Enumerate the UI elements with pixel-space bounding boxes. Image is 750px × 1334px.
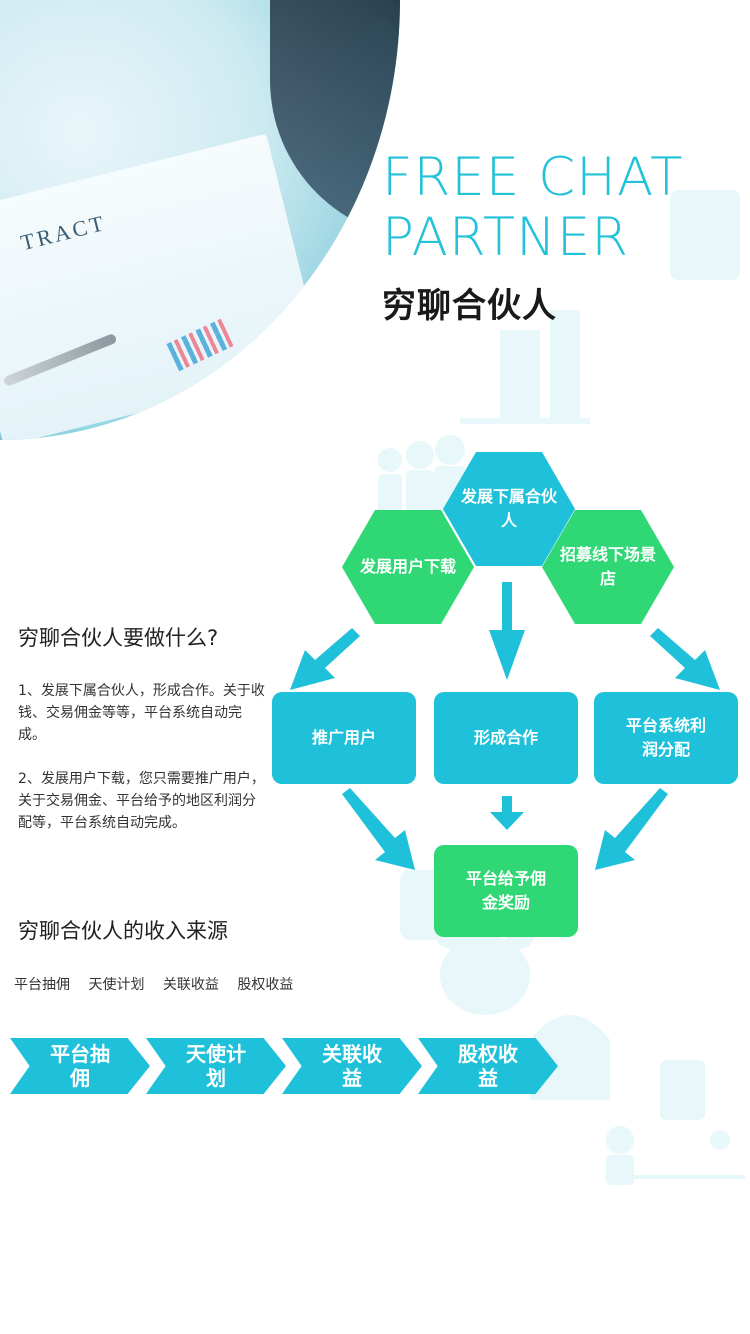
runner-icon bbox=[710, 1130, 730, 1150]
person-icon-body bbox=[378, 474, 402, 514]
title-english: FREE CHAT PARTNER bbox=[382, 147, 684, 268]
chevron-equity-income: 股权收益 bbox=[418, 1038, 558, 1094]
bear-icon bbox=[440, 935, 530, 1015]
income-source: 关联收益 bbox=[162, 977, 219, 993]
hex-label: 发展下属合伙人 bbox=[461, 487, 558, 530]
person-icon-body bbox=[406, 470, 434, 514]
income-sources-list: 平台抽佣 天使计划 关联收益 股权收益 bbox=[14, 974, 307, 994]
income-source: 平台抽佣 bbox=[14, 977, 70, 993]
title-chinese: 穷聊合伙人 bbox=[382, 286, 557, 326]
dollar-doc-icon bbox=[660, 1060, 705, 1120]
building-bar-icon bbox=[500, 330, 540, 420]
building-base bbox=[460, 418, 590, 424]
phone-icon bbox=[670, 190, 740, 280]
person-icon bbox=[378, 448, 402, 472]
income-source: 股权收益 bbox=[237, 977, 294, 993]
hex-label: 招募线下场景店 bbox=[560, 545, 657, 588]
chevron-related-income: 关联收益 bbox=[282, 1038, 422, 1094]
chevron-label: 关联收益 bbox=[322, 1042, 382, 1090]
box-form-cooperation: 形成合作 bbox=[434, 692, 578, 784]
arrow-down-icon bbox=[489, 582, 525, 680]
section-what-to-do-point-2: 2、发展用户下载，您只需要推广用户，关于交易佣金、平台给予的地区利润分配等，平台… bbox=[18, 771, 265, 831]
box-label: 推广用户 bbox=[311, 728, 376, 747]
arrow-down-icon bbox=[490, 796, 524, 830]
chevron-platform-commission: 平台抽佣 bbox=[10, 1038, 150, 1094]
income-source: 天使计划 bbox=[88, 977, 145, 993]
hex-recruit-stores: 招募线下场景店 bbox=[542, 510, 674, 624]
building-bar-icon bbox=[550, 310, 580, 420]
section-what-to-do-point-1: 1、发展下属合伙人，形成合作。关于收钱、交易佣金等等，平台系统自动完成。 bbox=[18, 683, 265, 743]
arrow-down-right-icon bbox=[342, 788, 415, 870]
hex-label: 发展用户下载 bbox=[360, 557, 457, 576]
box-label: 平台系统利润分配 bbox=[625, 716, 706, 759]
chevron-angel-plan: 天使计划 bbox=[146, 1038, 286, 1094]
box-label: 形成合作 bbox=[473, 728, 538, 747]
hero-image: TRACT bbox=[0, 0, 400, 440]
section-what-to-do-title: 穷聊合伙人要做什么? bbox=[18, 626, 219, 650]
box-label: 平台给予佣金奖励 bbox=[465, 869, 546, 912]
section-income-title: 穷聊合伙人的收入来源 bbox=[18, 919, 228, 943]
hex-develop-partners: 发展下属合伙人 bbox=[443, 452, 575, 566]
flow-arrows bbox=[290, 582, 720, 870]
chevron-label: 天使计划 bbox=[186, 1042, 246, 1090]
person-icon-body bbox=[606, 1155, 634, 1185]
person-icon bbox=[606, 1126, 634, 1154]
box-promote-users: 推广用户 bbox=[272, 692, 416, 784]
person-icon bbox=[435, 435, 465, 465]
hex-develop-users: 发展用户下载 bbox=[342, 510, 474, 624]
box-profit-distribution: 平台系统利润分配 bbox=[594, 692, 738, 784]
money-bag-icon bbox=[530, 1015, 610, 1100]
arrow-down-right-icon bbox=[650, 628, 720, 690]
box-commission-reward: 平台给予佣金奖励 bbox=[434, 845, 578, 937]
background-decoration bbox=[378, 190, 745, 1185]
person-icon bbox=[406, 441, 434, 469]
arrow-down-left-icon bbox=[290, 628, 360, 690]
chevron-label: 平台抽佣 bbox=[50, 1042, 110, 1090]
chevron-label: 股权收益 bbox=[458, 1042, 518, 1090]
arrow-down-left-icon bbox=[595, 788, 668, 870]
ground-line bbox=[605, 1175, 745, 1179]
